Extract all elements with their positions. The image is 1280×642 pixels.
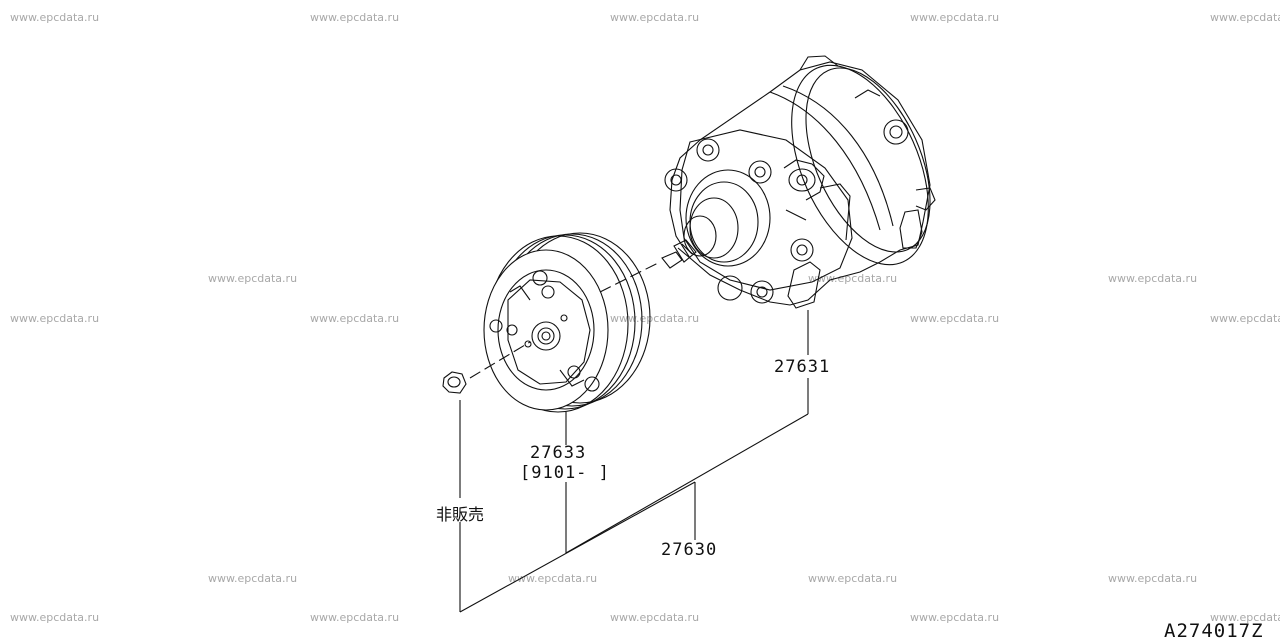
leader-lines — [460, 310, 808, 612]
watermark-r2-1: www.epcdata.ru — [208, 272, 298, 285]
watermark-r2-2: www.epcdata.ru — [808, 272, 898, 285]
watermark-r1-3: www.epcdata.ru — [610, 11, 700, 24]
watermark-r1-4: www.epcdata.ru — [910, 11, 1000, 24]
watermark-r3-3: www.epcdata.ru — [610, 312, 700, 325]
part-number-clutch: 27633 — [530, 443, 587, 463]
watermark-r3-5: www.epcdata.ru — [1210, 312, 1280, 325]
figure-code: A274017Z — [1164, 620, 1264, 642]
compressor-bolt — [697, 139, 719, 161]
watermark-r1-2: www.epcdata.ru — [310, 11, 400, 24]
watermark-r1-1: www.epcdata.ru — [10, 11, 100, 24]
compressor-bolt — [665, 169, 687, 191]
compressor-bolt — [749, 161, 771, 183]
watermark-r3-2: www.epcdata.ru — [310, 312, 400, 325]
watermark-r5-2: www.epcdata.ru — [310, 611, 400, 624]
shaft-nut — [443, 372, 466, 393]
compressor-bolt — [751, 281, 773, 303]
part-number-assembly: 27630 — [661, 540, 718, 560]
watermark-r4-4: www.epcdata.ru — [1108, 572, 1198, 585]
watermark-r4-2: www.epcdata.ru — [508, 572, 598, 585]
watermark-r3-4: www.epcdata.ru — [910, 312, 1000, 325]
compressor-body — [662, 45, 956, 308]
assembly-axis — [600, 262, 660, 292]
compressor-bolt — [718, 276, 742, 300]
assembly-axis — [470, 342, 530, 378]
watermark-r5-3: www.epcdata.ru — [610, 611, 700, 624]
part-date-clutch: [9101- ] — [520, 463, 610, 483]
clutch-pulley — [484, 233, 650, 412]
watermark-r1-5: www.epcdata.ru — [1210, 11, 1280, 24]
watermark-r3-1: www.epcdata.ru — [10, 312, 100, 325]
watermark-r4-1: www.epcdata.ru — [208, 572, 298, 585]
part-number-compressor: 27631 — [774, 357, 831, 377]
watermark-r5-4: www.epcdata.ru — [910, 611, 1000, 624]
watermark-r5-5: www.epcdata.ru — [1210, 611, 1280, 624]
watermark-r5-1: www.epcdata.ru — [10, 611, 100, 624]
watermark-r2-3: www.epcdata.ru — [1108, 272, 1198, 285]
not-sold-label: 非販売 — [436, 505, 485, 524]
compressor-bolt — [791, 239, 813, 261]
watermark-r4-3: www.epcdata.ru — [808, 572, 898, 585]
